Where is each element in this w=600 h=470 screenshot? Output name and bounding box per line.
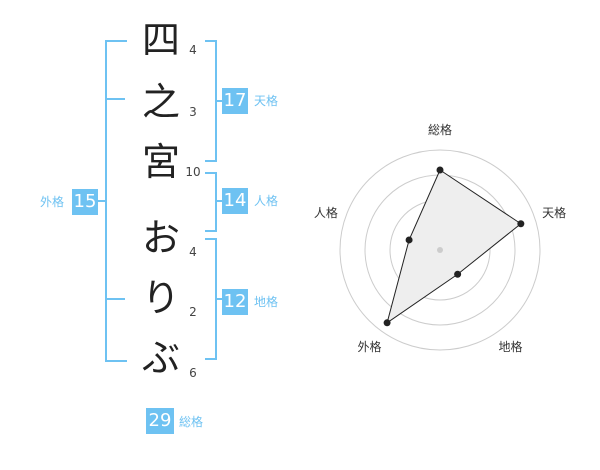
chikaku-bracket <box>205 238 217 360</box>
bracket-tick <box>97 200 107 202</box>
chikaku-label: 地格 <box>254 295 279 309</box>
gaikaku-badge: 15 <box>72 189 98 215</box>
gaikaku-bracket <box>105 40 127 362</box>
stroke-count-2: 3 <box>189 105 197 119</box>
radar-axis-label: 総格 <box>428 122 452 137</box>
chikaku-badge: 12 <box>222 289 248 315</box>
name-char-2: 之 <box>141 80 180 124</box>
radar-point <box>405 236 413 244</box>
name-char-6: ぶ <box>141 336 180 380</box>
bracket-tick <box>105 298 125 300</box>
radar-point <box>383 319 391 327</box>
bracket-tick <box>105 98 125 100</box>
tenkaku-bracket <box>205 40 217 162</box>
bracket-tick <box>217 200 223 202</box>
stroke-count-6: 6 <box>189 366 197 380</box>
name-char-1: 四 <box>141 18 180 62</box>
radar-center <box>437 247 443 253</box>
stroke-count-5: 2 <box>189 305 197 319</box>
stroke-count-3: 10 <box>185 165 201 179</box>
soukaku-badge: 29 <box>146 408 174 434</box>
tenkaku-label: 天格 <box>254 94 279 108</box>
jinkaku-bracket <box>205 172 217 232</box>
gaikaku-label: 外格 <box>40 195 65 209</box>
radar-area <box>386 169 522 324</box>
radar-point <box>454 270 462 278</box>
jinkaku-label: 人格 <box>254 194 279 208</box>
stroke-count-4: 4 <box>189 245 197 259</box>
bracket-tick <box>217 100 223 102</box>
radar-point <box>436 166 444 174</box>
radar-axis-label: 天格 <box>542 205 566 220</box>
name-char-5: り <box>141 276 180 320</box>
name-char-3: 宮 <box>141 140 180 184</box>
bracket-tick <box>217 298 223 300</box>
radar-axis-label: 人格 <box>314 205 338 220</box>
soukaku-label: 総格 <box>179 415 204 429</box>
radar-ring <box>339 149 541 351</box>
stroke-count-1: 4 <box>189 43 197 57</box>
radar-axis-label: 地格 <box>499 339 523 354</box>
tenkaku-badge: 17 <box>222 88 248 114</box>
jinkaku-badge: 14 <box>222 188 248 214</box>
radar-axis-label: 外格 <box>357 339 381 354</box>
radar-point <box>517 220 525 228</box>
name-char-4: お <box>141 216 180 260</box>
